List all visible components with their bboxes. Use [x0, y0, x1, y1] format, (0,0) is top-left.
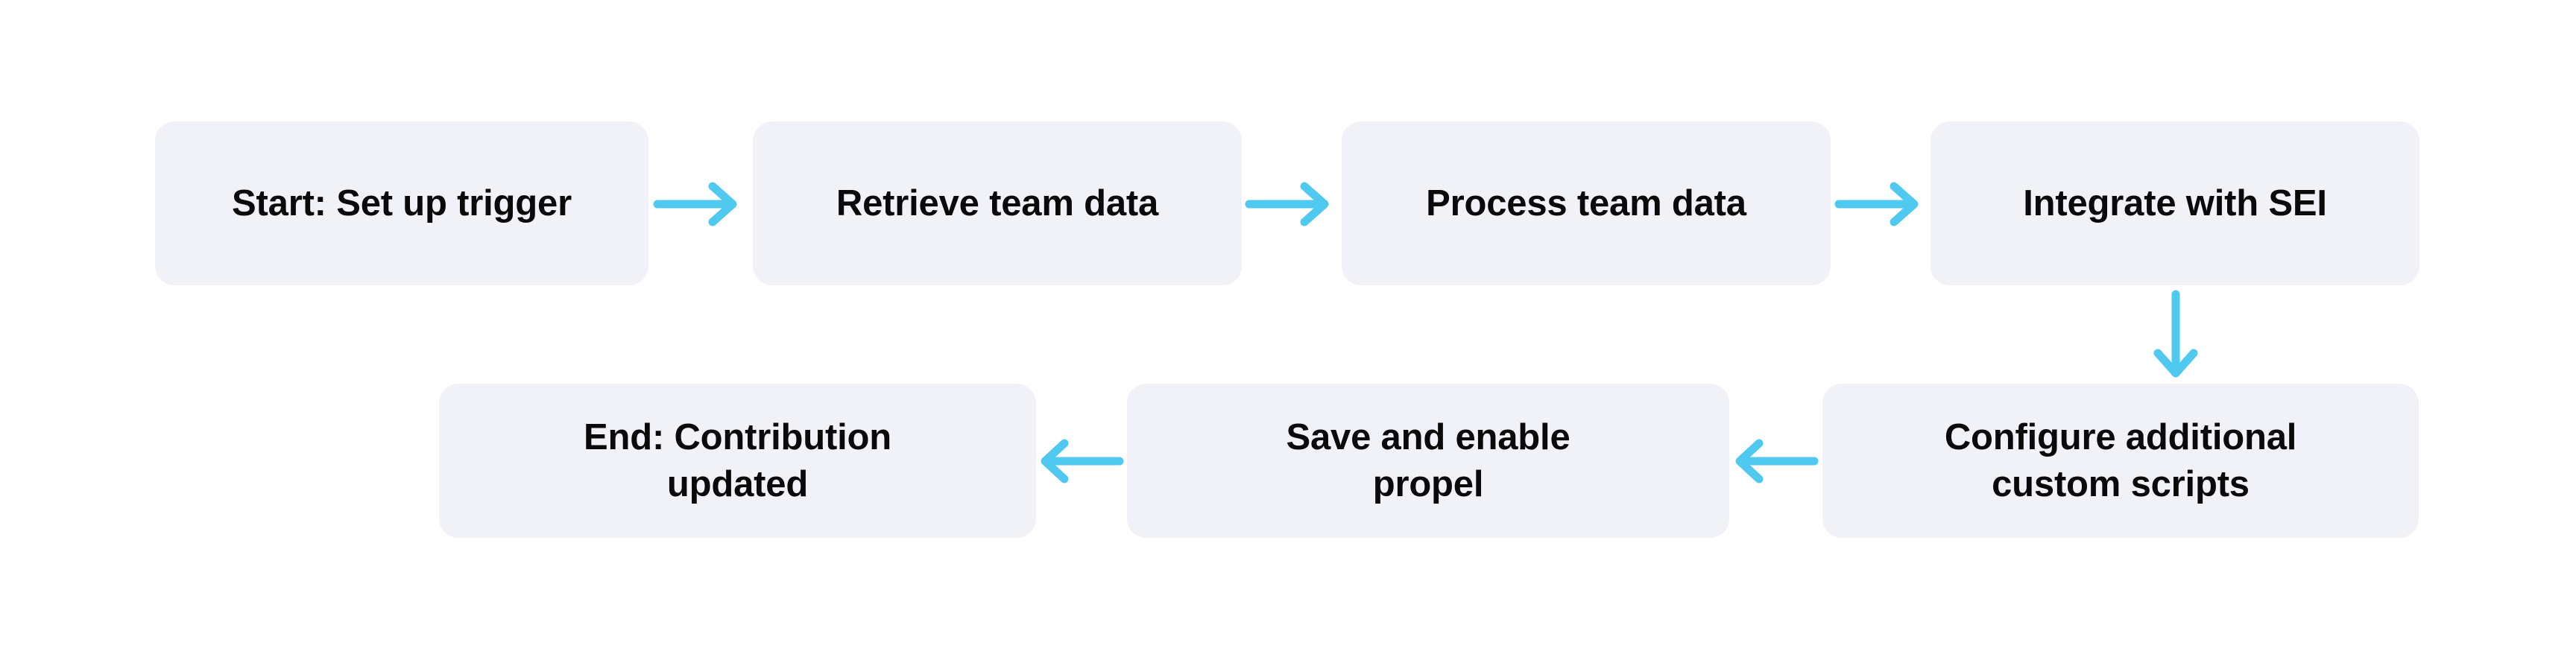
flow-node-configure-custom-scripts[interactable]: Configure additional custom scripts	[1822, 384, 2419, 538]
flow-node-retrieve-team-data[interactable]: Retrieve team data	[753, 121, 1242, 285]
arrow-down-icon-integrate-to-configure	[2153, 290, 2199, 380]
flow-node-start[interactable]: Start: Set up trigger	[155, 121, 648, 285]
arrow-right-icon-start-to-retrieve	[653, 181, 741, 227]
flow-node-save-and-enable-propel-label: Save and enable propel	[1286, 416, 1570, 504]
flow-node-integrate-with-sei[interactable]: Integrate with SEI	[1931, 121, 2419, 285]
flow-node-end-contribution-updated[interactable]: End: Contribution updated	[439, 384, 1036, 538]
flow-node-retrieve-team-data-label: Retrieve team data	[836, 183, 1159, 223]
arrow-right-icon-process-to-integrate	[1834, 181, 1922, 227]
flow-node-process-team-data-label: Process team data	[1426, 183, 1746, 223]
flow-node-process-team-data[interactable]: Process team data	[1342, 121, 1831, 285]
flow-node-start-label: Start: Set up trigger	[232, 183, 572, 223]
flow-node-integrate-with-sei-label: Integrate with SEI	[2023, 183, 2327, 223]
flow-node-configure-custom-scripts-label: Configure additional custom scripts	[1944, 416, 2297, 504]
arrow-left-icon-save-to-end	[1041, 438, 1124, 484]
arrow-left-icon-configure-to-save	[1735, 438, 1819, 484]
flow-node-save-and-enable-propel[interactable]: Save and enable propel	[1127, 384, 1729, 538]
flow-node-end-contribution-updated-label: End: Contribution updated	[584, 416, 891, 504]
arrow-right-icon-retrieve-to-process	[1245, 181, 1333, 227]
